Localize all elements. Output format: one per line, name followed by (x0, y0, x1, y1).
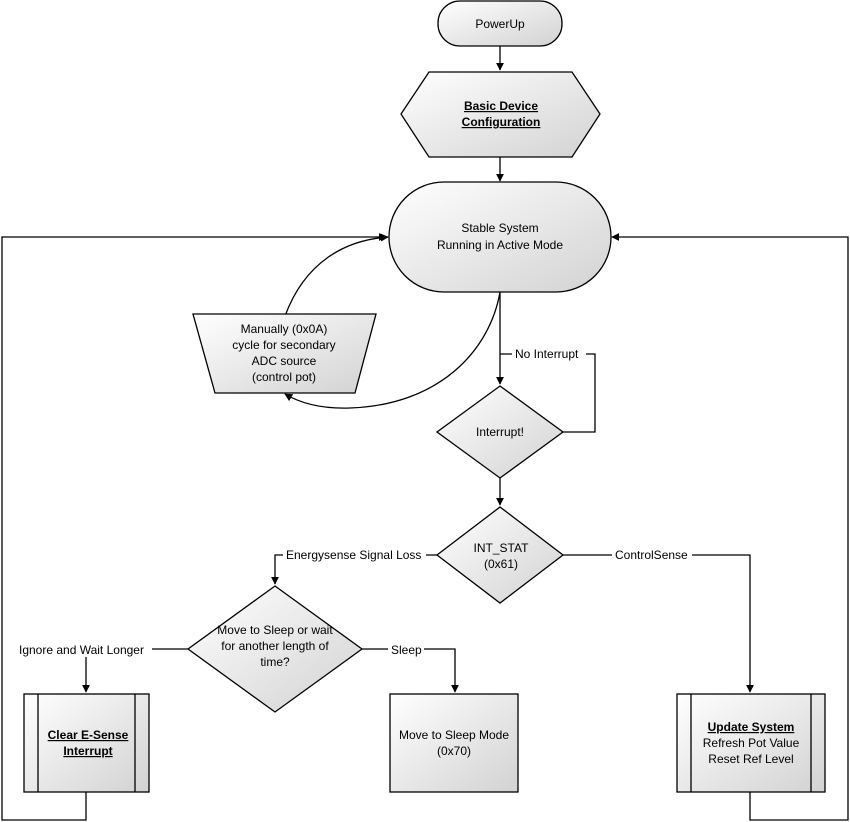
node-update-system-line1: Update System (708, 720, 795, 734)
edge-update-return (611, 233, 849, 821)
node-manual-cycle: Manually (0x0A) cycle for secondary ADC … (192, 313, 377, 394)
node-powerup-label: PowerUp (475, 17, 525, 31)
edge-intstat-to-update (563, 554, 754, 693)
node-update-system-line3: Reset Ref Level (708, 752, 793, 766)
edge-label-no-interrupt: No Interrupt (515, 347, 579, 361)
node-int-stat-line2: (0x61) (484, 557, 518, 571)
node-update-system-line2: Refresh Pot Value (703, 736, 800, 750)
node-stable-line1: Stable System (461, 221, 538, 235)
edge-label-controlsense: ControlSense (615, 548, 688, 562)
node-stable-line2: Running in Active Mode (437, 238, 563, 252)
node-sleep-decision-line2: for another length of (221, 639, 329, 653)
node-int-stat-line1: INT_STAT (474, 541, 530, 555)
edge-clear-return (1, 233, 387, 821)
node-clear-esense: Clear E-Sense Interrupt (23, 693, 150, 793)
edge-label-ignore-wait: Ignore and Wait Longer (19, 643, 144, 657)
edge-stable-to-manual (284, 291, 501, 409)
node-basic-config-line1: Basic Device (464, 99, 538, 113)
node-manual-line3: ADC source (252, 354, 317, 368)
node-sleep-decision: Move to Sleep or wait for another length… (186, 585, 364, 713)
node-sleep-mode-line2: (0x70) (437, 744, 471, 758)
node-interrupt-decision: Interrupt! (435, 385, 565, 479)
node-basic-config-line2: Configuration (462, 115, 541, 129)
node-manual-line2: cycle for secondary (232, 338, 335, 352)
node-update-system: Update System Refresh Pot Value Reset Re… (676, 693, 826, 793)
edge-manual-to-stable (284, 233, 389, 317)
node-int-stat-decision: INT_STAT (0x61) (435, 506, 565, 604)
node-sleep-mode-line1: Move to Sleep Mode (399, 728, 509, 742)
node-basic-config: Basic Device Configuration (400, 71, 601, 158)
node-sleep-decision-line1: Move to Sleep or wait (217, 623, 333, 637)
node-manual-line4: (control pot) (252, 370, 316, 384)
edge-labels: No Interrupt Energysense Signal Loss Con… (16, 346, 692, 657)
edge-label-sleep: Sleep (391, 643, 422, 657)
node-interrupt-label: Interrupt! (476, 425, 524, 439)
edge-label-energysense: Energysense Signal Loss (286, 548, 421, 562)
node-clear-esense-line1: Clear E-Sense (48, 728, 129, 742)
node-clear-esense-line2: Interrupt (63, 744, 112, 758)
node-sleep-mode: Move to Sleep Mode (0x70) (389, 693, 519, 793)
node-stable-system: Stable System Running in Active Mode (388, 181, 612, 293)
node-manual-line1: Manually (0x0A) (241, 322, 328, 336)
node-sleep-decision-line3: time? (260, 655, 290, 669)
node-powerup: PowerUp (437, 0, 563, 47)
